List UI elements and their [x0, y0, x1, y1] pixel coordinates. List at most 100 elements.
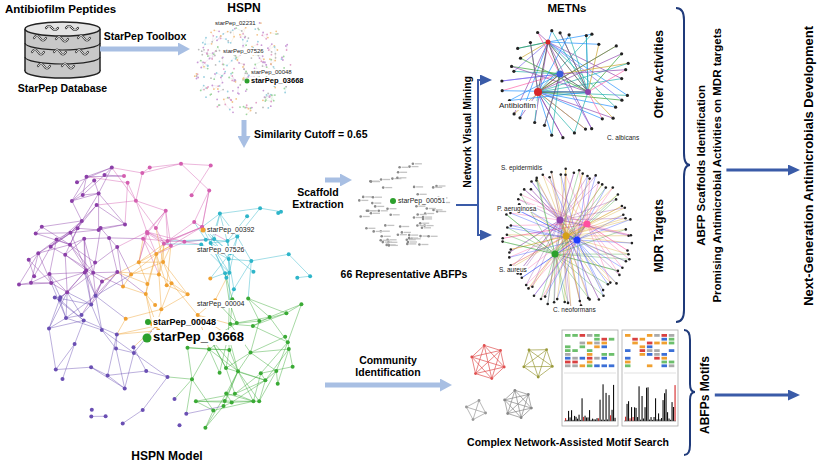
- network-node: [535, 177, 538, 180]
- network-link: [96, 296, 102, 330]
- network-link: [246, 72, 248, 77]
- network-link: [212, 85, 214, 89]
- network-node: [206, 52, 208, 54]
- network-link: [511, 226, 577, 241]
- network-link: [147, 211, 165, 233]
- network-link: [194, 190, 209, 222]
- network-link: [244, 37, 246, 38]
- alignment-cell: [669, 334, 675, 337]
- alignment-cell: [565, 353, 571, 356]
- alignment-cell: [647, 364, 653, 367]
- network-node: [211, 41, 213, 43]
- panel-divider: [564, 373, 616, 374]
- network-link: [188, 348, 193, 380]
- network-link: [211, 241, 228, 243]
- network-link: [566, 174, 583, 236]
- network-node: [234, 79, 236, 81]
- network-link: [223, 32, 227, 34]
- network-node: [257, 399, 261, 403]
- histogram-bar: [586, 418, 587, 422]
- network-node: [265, 99, 267, 101]
- network-node: [262, 99, 264, 101]
- network-node: [115, 245, 119, 249]
- network-node: [203, 49, 205, 51]
- node-id-label: C. albicans: [606, 134, 640, 141]
- node-tag-mark: [361, 200, 368, 201]
- network-node: [501, 237, 504, 240]
- network-node: [227, 40, 229, 42]
- network-node: [230, 99, 232, 101]
- network-link: [147, 211, 166, 232]
- network-node: [419, 235, 422, 238]
- network-link: [161, 294, 187, 309]
- network-node: [196, 75, 198, 77]
- network-node: [245, 214, 249, 218]
- network-node: [165, 283, 169, 287]
- network-link: [538, 92, 588, 93]
- network-node: [245, 71, 247, 73]
- network-node: [261, 34, 263, 36]
- node-tag-mark: [373, 181, 380, 182]
- network-node: [279, 210, 283, 214]
- network-node: [81, 193, 85, 197]
- node-tag-mark: [400, 172, 407, 173]
- histogram-bar: [613, 385, 614, 421]
- network-node: [625, 228, 628, 231]
- network-link: [566, 236, 632, 243]
- network-node: [607, 283, 610, 286]
- network-node: [34, 231, 38, 235]
- community-link: [528, 395, 531, 409]
- network-link: [128, 183, 136, 201]
- alignment-cell: [647, 342, 653, 345]
- node-tag-mark: [376, 231, 383, 232]
- network-link: [218, 83, 222, 87]
- network-link: [36, 232, 71, 234]
- network-link: [229, 237, 237, 273]
- node-tag-mark: [383, 240, 390, 241]
- network-hub: [552, 251, 559, 258]
- network-node: [204, 43, 206, 45]
- node-tag-mark: [412, 166, 419, 167]
- network-node: [271, 54, 273, 56]
- alignment-cell: [662, 342, 668, 345]
- network-link: [253, 313, 287, 326]
- community-node: [470, 356, 473, 359]
- node-tag-mark: [424, 227, 431, 228]
- network-link: [65, 255, 67, 292]
- network-link: [261, 342, 288, 373]
- histogram-bar: [675, 385, 676, 421]
- network-node: [153, 303, 157, 307]
- network-link: [240, 33, 243, 35]
- network-link: [561, 175, 577, 240]
- network-node: [275, 57, 277, 59]
- network-link: [49, 297, 60, 328]
- alignment-cell: [669, 361, 675, 364]
- network-hub: [563, 233, 570, 240]
- community-link: [524, 366, 553, 367]
- network-node: [521, 277, 524, 280]
- network-node: [251, 57, 253, 59]
- histogram-bar: [663, 400, 664, 421]
- network-link: [93, 273, 123, 287]
- network-node: [203, 426, 207, 430]
- network-node: [257, 44, 259, 46]
- histogram-bar: [600, 400, 601, 421]
- network-node: [401, 231, 404, 234]
- alignment-cell: [572, 357, 578, 360]
- network-node: [201, 54, 203, 56]
- network-node: [620, 77, 623, 80]
- edge-label: Network Visual Mining: [459, 76, 475, 188]
- network-node: [536, 31, 539, 34]
- network-link: [253, 326, 288, 342]
- flow-arrow: [325, 178, 340, 183]
- network-link: [555, 199, 616, 254]
- network-node: [207, 347, 211, 351]
- network-node: [631, 242, 634, 245]
- network-link: [502, 74, 560, 91]
- network-link: [109, 237, 143, 239]
- network-node: [232, 287, 236, 291]
- database-cylinder: Antibiofilm PeptidesStarPep Database: [25, 22, 100, 78]
- network-node: [287, 252, 291, 256]
- network-node: [286, 44, 288, 46]
- network-node: [219, 61, 221, 63]
